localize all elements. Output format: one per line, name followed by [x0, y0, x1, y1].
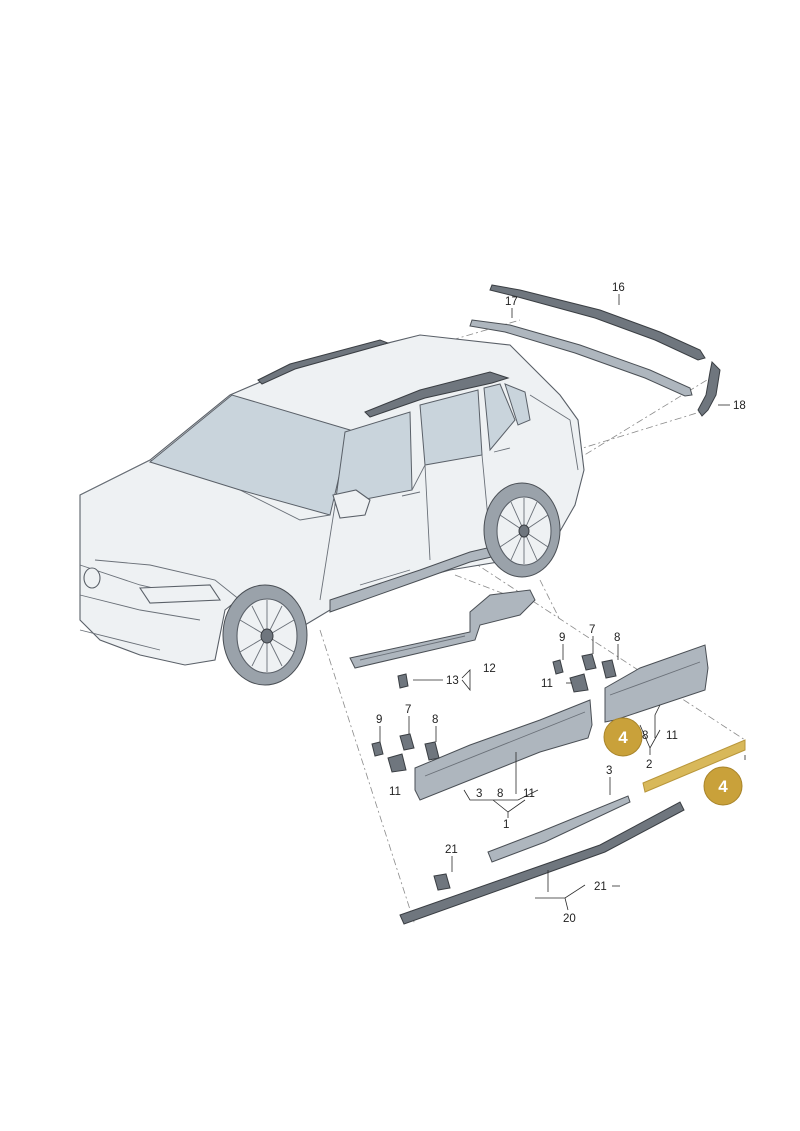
roof-trim-16 [489, 284, 706, 361]
callout-8-door-front: 8 [497, 788, 503, 800]
callout-18: 18 [733, 400, 746, 412]
callout-8-door-rear: 8 [642, 730, 648, 742]
callout-9-rear: 9 [559, 632, 565, 644]
callout-labels: 16 17 18 12 13 9 7 8 11 8 11 2 9 7 8 11 … [376, 282, 746, 925]
callout-13: 13 [446, 675, 459, 687]
callout-11-front: 11 [389, 786, 401, 798]
roof-trim-parts [469, 284, 721, 417]
callout-21: 21 [594, 881, 607, 893]
roof-trim-17 [469, 319, 693, 397]
lower-moldings [399, 795, 685, 925]
sill-panel-12 [349, 589, 536, 669]
callout-21-clip: 21 [445, 844, 458, 856]
bracket-11-front [387, 753, 407, 773]
badge-4-upper: 4 [603, 717, 643, 757]
callout-16: 16 [612, 282, 625, 294]
leader-lines [379, 294, 746, 911]
badge-4-lower-text: 4 [718, 777, 728, 796]
clip-13 [397, 673, 409, 689]
callout-12: 12 [483, 663, 496, 675]
molding-3 [487, 795, 631, 863]
callout-3-door-front: 3 [476, 788, 482, 800]
callout-3: 3 [606, 765, 612, 777]
badge-4-upper-text: 4 [618, 728, 628, 747]
screw-9-front [371, 741, 384, 757]
callout-20: 20 [563, 913, 576, 925]
callout-1: 1 [503, 819, 509, 831]
screw-9-rear [552, 659, 564, 675]
clip-8-rear [601, 659, 617, 679]
sill-panel-parts [349, 589, 536, 689]
callout-8-front: 8 [432, 714, 438, 726]
callout-11-door-front: 11 [523, 788, 535, 800]
rear-door-molding [552, 644, 709, 723]
sill-molding-20 [399, 801, 685, 925]
clip-8-front [424, 741, 440, 761]
callout-7-rear: 7 [589, 624, 595, 636]
badge-4-lower: 4 [703, 766, 743, 806]
callout-2: 2 [646, 759, 652, 771]
callout-11-rear: 11 [541, 678, 553, 690]
clip-21 [433, 873, 451, 891]
suv-car-illustration [79, 334, 585, 686]
callout-11-door-rear: 11 [666, 730, 678, 742]
clip-7-rear [581, 653, 597, 671]
callout-7-front: 7 [405, 704, 411, 716]
front-door-molding [371, 699, 593, 801]
callout-9-front: 9 [376, 714, 382, 726]
dashed-leaders [319, 319, 746, 926]
bracket-11-rear [569, 673, 589, 693]
spoiler-trim-18 [697, 360, 721, 417]
highlighted-strip-4 [642, 739, 746, 793]
clip-7-front [399, 733, 415, 751]
callout-8-rear: 8 [614, 632, 620, 644]
callout-17: 17 [505, 296, 518, 308]
